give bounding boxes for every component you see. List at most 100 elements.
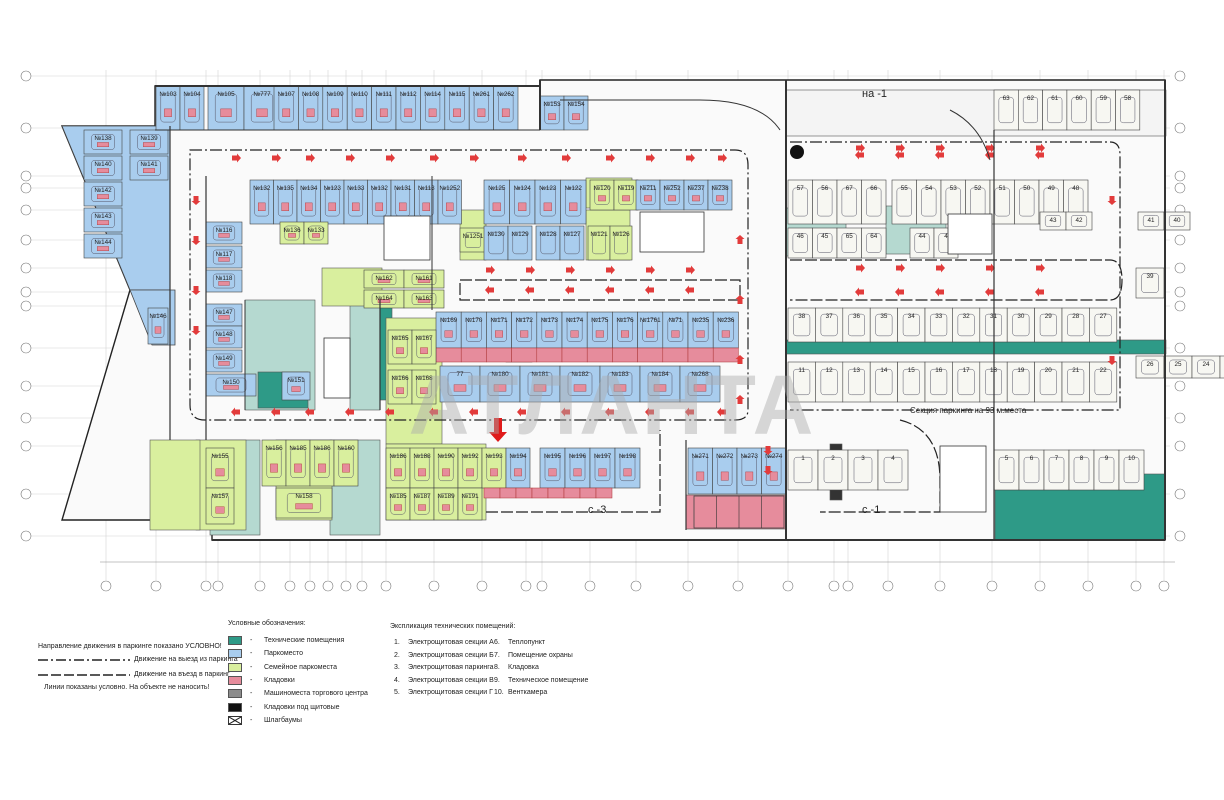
spot-label: 63 <box>1003 95 1011 102</box>
spot-label: 54 <box>925 185 933 192</box>
car-outline <box>278 93 294 123</box>
car-outline <box>1094 313 1112 337</box>
car-outline <box>566 318 583 342</box>
family-spot <box>433 487 459 521</box>
car-outline <box>902 313 920 337</box>
legend-label: Паркоместо <box>264 650 304 658</box>
storage-mark <box>342 463 350 473</box>
car-outline <box>848 313 865 337</box>
direction-arrow <box>305 407 314 417</box>
spot-label: 61 <box>1051 95 1059 102</box>
car-outline <box>1094 368 1112 396</box>
traffic-note: Направление движения в паркинге показано… <box>38 643 238 703</box>
direction-arrow <box>763 446 773 455</box>
spot-label: 42 <box>1075 217 1083 224</box>
direction-arrow <box>856 143 865 153</box>
direction-arrow <box>718 153 727 163</box>
family-spot <box>333 439 359 487</box>
axis-marker <box>1174 530 1186 542</box>
car-outline <box>488 187 505 217</box>
legend-swatch <box>228 715 242 725</box>
parking-spot <box>1115 89 1141 131</box>
storage-mark <box>417 299 431 303</box>
spot-label: №173 <box>541 317 559 324</box>
car-outline <box>664 185 680 205</box>
axis-marker <box>1174 182 1186 194</box>
family-spot <box>403 269 445 289</box>
traffic-title: Направление движения в паркинге показано… <box>38 643 222 650</box>
explication-num: 8. <box>494 664 500 671</box>
car-outline <box>1142 214 1160 228</box>
storage-unit <box>563 487 581 499</box>
car-outline <box>866 233 882 253</box>
car-outline <box>817 187 833 217</box>
family-spot <box>387 369 413 405</box>
car-outline <box>998 456 1015 484</box>
spot-label: №169 <box>440 317 458 324</box>
spot-label: 1 <box>801 455 805 462</box>
parking-spot <box>787 307 816 343</box>
spot-label: №104 <box>183 91 201 98</box>
axis-marker <box>1174 70 1186 82</box>
axis-marker <box>630 580 642 592</box>
legend-dash: - <box>250 703 253 711</box>
explication-num: 9. <box>494 676 500 684</box>
traffic-entry: Движение на въезд в паркинг <box>134 671 230 678</box>
car-outline <box>1023 456 1040 484</box>
storage-mark <box>493 384 507 392</box>
traffic-line <box>790 141 1121 411</box>
spot-label: №198 <box>619 453 637 460</box>
car-outline <box>866 187 882 217</box>
axis-marker <box>882 580 894 592</box>
car-outline <box>741 456 757 486</box>
car-outline <box>1012 368 1030 396</box>
spot-label: №114 <box>424 91 441 98</box>
storage-unit <box>499 487 517 499</box>
spot-label: №124 <box>514 185 532 192</box>
spot-label: 28 <box>1072 313 1080 320</box>
car-outline <box>462 454 478 482</box>
parking-spot <box>564 447 591 489</box>
parking-spot <box>179 85 205 131</box>
legend-dash: - <box>250 637 253 644</box>
car-outline <box>1141 273 1159 293</box>
axis-marker <box>20 170 32 182</box>
spot-label: №154 <box>567 101 585 108</box>
car-outline <box>921 187 937 217</box>
storage-mark <box>572 113 580 121</box>
car-outline <box>712 185 728 205</box>
spot-label: 35 <box>880 313 888 320</box>
spot-label: 22 <box>1100 367 1108 374</box>
spot-label: №153 <box>543 101 561 108</box>
spot-label: №143 <box>94 213 112 220</box>
direction-arrow <box>232 153 241 163</box>
spot-label: №121 <box>590 231 608 238</box>
spot-label: №252 <box>663 185 681 192</box>
spot-label: №188 <box>413 453 431 460</box>
axis-marker <box>520 580 532 592</box>
family-spot <box>589 179 615 211</box>
storage-mark <box>164 108 172 117</box>
parking-spot <box>483 225 509 261</box>
car-outline <box>793 313 811 337</box>
car-outline <box>569 454 586 482</box>
family-spot <box>205 447 235 489</box>
family-spot <box>309 439 335 487</box>
storage-mark <box>220 108 232 117</box>
car-outline <box>392 375 408 399</box>
storage-mark <box>653 384 667 392</box>
direction-arrow <box>606 265 615 275</box>
parking-spot <box>877 449 909 491</box>
axis-marker <box>20 300 32 312</box>
car-outline <box>214 93 238 123</box>
spot-label: №175 <box>591 317 609 324</box>
direction-arrow <box>1035 150 1044 160</box>
parking-spot <box>346 85 372 131</box>
axis-marker <box>20 234 32 246</box>
car-outline <box>1120 96 1136 124</box>
storage-unit <box>547 487 565 499</box>
parking-spot <box>1118 449 1145 491</box>
car-outline <box>930 313 948 337</box>
spot-label: №120 <box>593 185 611 192</box>
